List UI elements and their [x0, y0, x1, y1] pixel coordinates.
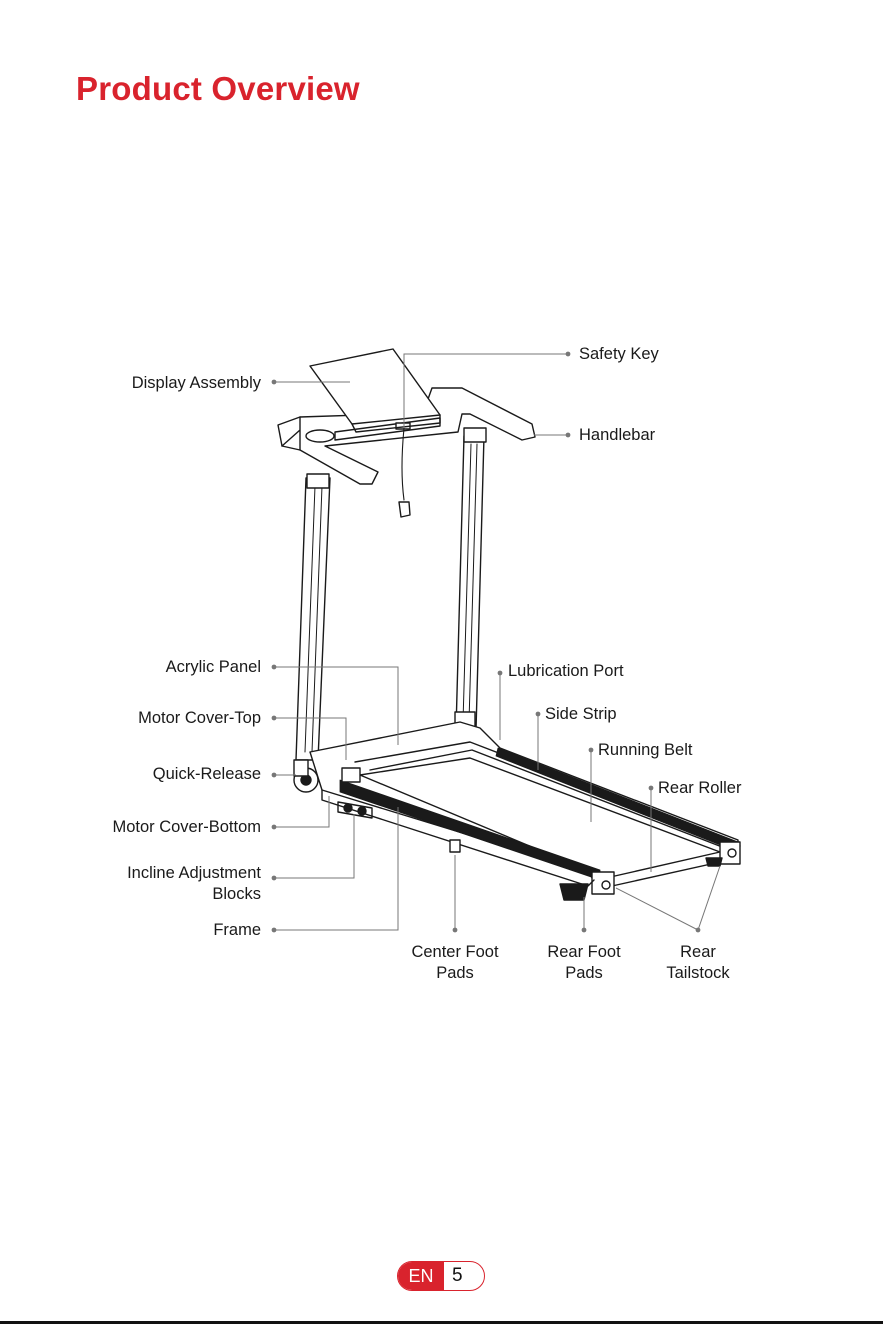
label-incline-line1: Incline Adjustment	[60, 863, 261, 884]
page-indicator: EN 5	[397, 1261, 485, 1291]
label-center-foot-line2: Pads	[395, 963, 515, 984]
label-side-strip: Side Strip	[545, 704, 617, 725]
label-lubrication-port: Lubrication Port	[508, 661, 624, 682]
label-handlebar: Handlebar	[579, 425, 655, 446]
label-center-foot-line1: Center Foot	[395, 942, 515, 963]
language-badge: EN	[398, 1262, 444, 1290]
label-rear-foot-line1: Rear Foot	[524, 942, 644, 963]
label-motor-cover-bottom: Motor Cover-Bottom	[60, 817, 261, 838]
label-quick-release: Quick-Release	[60, 764, 261, 785]
label-acrylic-panel: Acrylic Panel	[60, 657, 261, 678]
label-display-assembly: Display Assembly	[60, 373, 261, 394]
label-safety-key: Safety Key	[579, 344, 659, 365]
label-incline-line2: Blocks	[60, 884, 261, 905]
label-running-belt: Running Belt	[598, 740, 692, 761]
label-rear-foot-line2: Pads	[524, 963, 644, 984]
label-rear-foot-pads: Rear Foot Pads	[524, 942, 644, 984]
label-center-foot-pads: Center Foot Pads	[395, 942, 515, 984]
label-rear-tailstock: Rear Tailstock	[638, 942, 758, 984]
label-motor-cover-top: Motor Cover-Top	[60, 708, 261, 729]
label-rear-tailstock-line1: Rear	[638, 942, 758, 963]
page-number: 5	[444, 1262, 484, 1290]
label-frame: Frame	[60, 920, 261, 941]
label-rear-roller: Rear Roller	[658, 778, 741, 799]
label-rear-tailstock-line2: Tailstock	[638, 963, 758, 984]
treadmill-illustration	[278, 349, 740, 900]
label-incline-adjustment-blocks: Incline Adjustment Blocks	[60, 863, 261, 905]
